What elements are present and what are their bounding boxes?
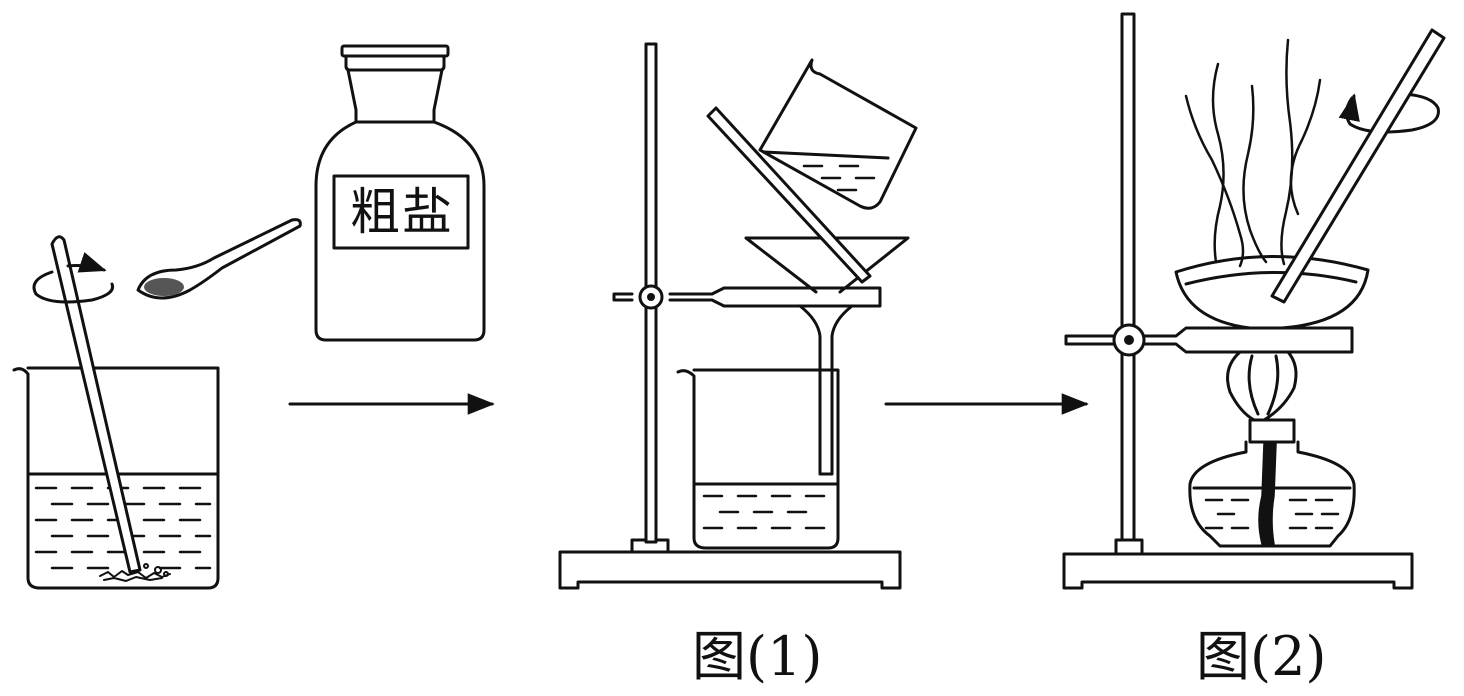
evaporating-dish <box>1174 254 1370 330</box>
ring-clamp-2 <box>1064 323 1354 357</box>
pouring-liquid-dashes <box>802 164 876 192</box>
dissolving-beaker <box>12 366 220 590</box>
bottle-label: 粗盐 <box>350 183 454 241</box>
stir-arrow-1 <box>32 252 115 304</box>
stand-pole-2 <box>1120 12 1136 542</box>
spoon <box>136 218 302 300</box>
glass-rod-3 <box>1270 28 1446 304</box>
sediment <box>99 563 171 582</box>
filtrate-dashes <box>702 494 826 530</box>
filter-funnel <box>744 236 910 476</box>
lamp-liquid-dashes <box>1204 498 1340 530</box>
pouring-beaker <box>758 58 918 210</box>
receiving-beaker <box>676 368 840 550</box>
glass-rod-1 <box>50 235 142 574</box>
figure-1-caption: 图(1) <box>692 625 823 688</box>
flame <box>1226 350 1298 422</box>
ring-clamp-1 <box>612 284 882 310</box>
stir-arrow-2 <box>1338 92 1440 134</box>
steam-wisps <box>1184 38 1322 268</box>
alcohol-lamp <box>1188 418 1356 548</box>
glass-rod-2 <box>706 106 872 284</box>
figure-2-caption: 图(2) <box>1196 625 1327 688</box>
salt-bottle <box>314 44 486 342</box>
spoon-content <box>144 278 184 296</box>
